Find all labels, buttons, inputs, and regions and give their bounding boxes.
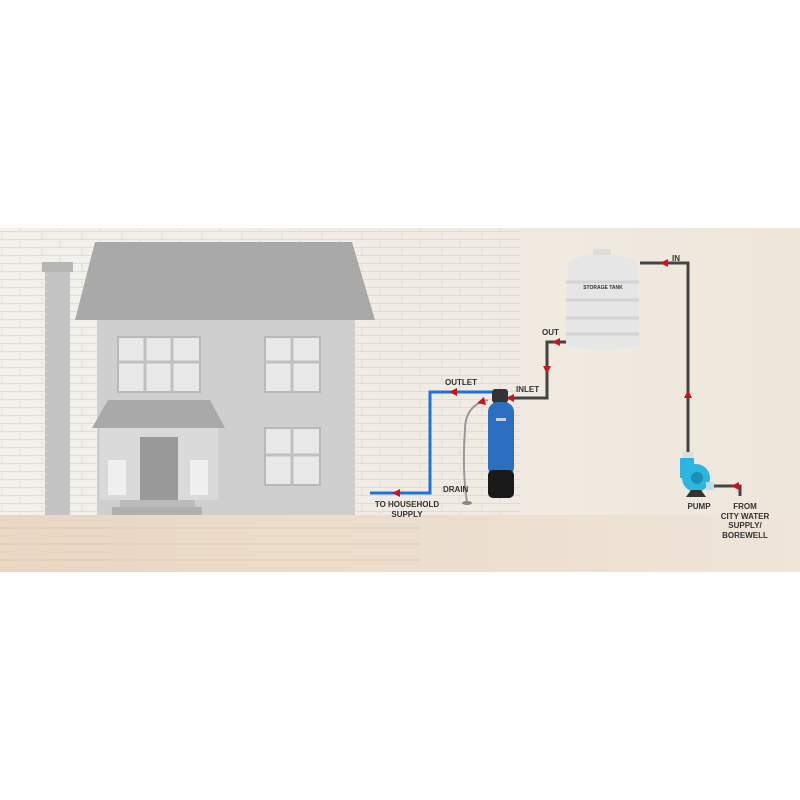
arrow-icon (392, 489, 400, 497)
arrow-icon (660, 259, 668, 267)
arrow-icon (477, 397, 486, 405)
in-label: IN (672, 254, 680, 263)
arrow-icon (684, 390, 692, 398)
arrow-icon (552, 338, 560, 346)
drain-hose (462, 399, 489, 503)
inlet-label: INLET (516, 385, 539, 394)
flow-arrows (392, 259, 739, 497)
supply-pipe (712, 484, 742, 496)
house (42, 242, 375, 515)
arrow-icon (543, 366, 551, 374)
source-label-line4: BOREWELL (722, 531, 768, 540)
household-label-line1: TO HOUSEHOLD (375, 500, 440, 509)
source-label-line1: FROM (733, 502, 757, 511)
labels: IN OUT INLET OUTLET DRAIN TO HOUSEHOLD S… (375, 254, 770, 540)
pump (680, 452, 714, 497)
storage-tank-label: STORAGE TANK (583, 285, 623, 291)
drain-label: DRAIN (443, 485, 469, 494)
source-label-line3: SUPPLY/ (728, 521, 762, 530)
out-label: OUT (542, 328, 559, 337)
arrow-icon (731, 482, 739, 490)
storage-tank: STORAGE TANK (565, 249, 640, 350)
source-label-line2: CITY WATER (721, 512, 770, 521)
filter-vessel (488, 389, 514, 498)
arrow-icon (449, 388, 457, 396)
household-label-line2: SUPPLY (391, 510, 423, 519)
outlet-label: OUTLET (445, 378, 477, 387)
pump-label: PUMP (687, 502, 711, 511)
arrow-icon (506, 394, 514, 402)
